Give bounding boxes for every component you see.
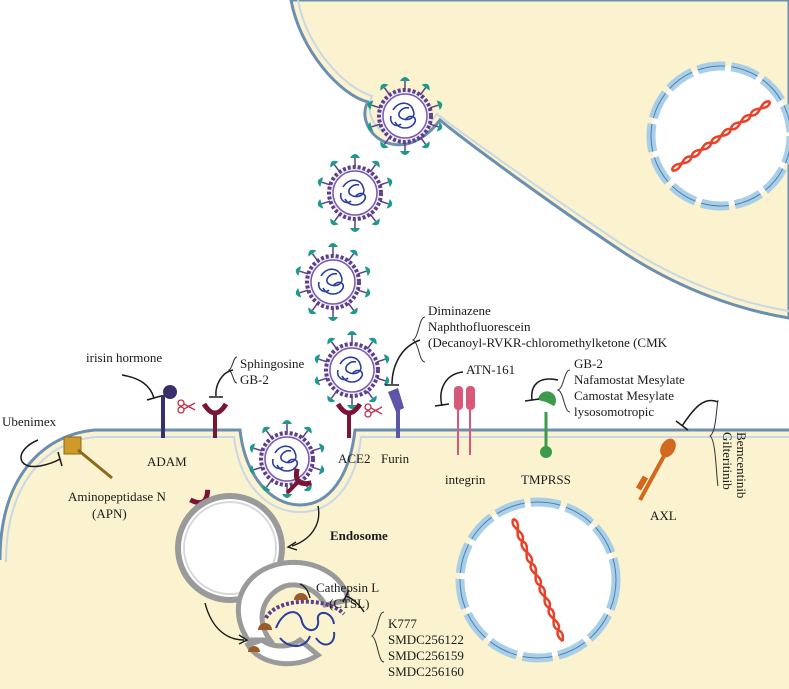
- adam-label: ADAM: [147, 454, 187, 469]
- furin-label: Furin: [381, 451, 410, 466]
- ace2-receptor-free: [201, 402, 229, 438]
- apn-label-line2: (APN): [92, 506, 127, 521]
- cathepsin-enzyme-icons: [248, 593, 308, 652]
- nafamostat-label: Nafamostat Mesylate: [574, 372, 685, 387]
- ace2-receptor-internalized: [285, 468, 312, 495]
- ace2-label: ACE2: [338, 451, 371, 466]
- released-rna-icon: [264, 599, 346, 647]
- adam-receptor: [161, 385, 177, 438]
- gb2-label-b: GB-2: [574, 356, 603, 371]
- apn-label-line1: Aminopeptidase N: [68, 489, 166, 504]
- naphtho-label: Naphthofluorescein: [428, 319, 531, 334]
- axl-receptor: [635, 438, 676, 501]
- gb2-label-a: GB-2: [240, 372, 269, 387]
- drug-brackets: [227, 316, 719, 663]
- scissors-icon: [364, 403, 383, 418]
- tmprss-label: TMPRSS: [521, 472, 571, 487]
- virus-particle: [293, 242, 373, 322]
- top-dna-icon: [670, 100, 772, 172]
- main-dna-icon: [511, 517, 565, 643]
- bemcentinib-label: Bemcentinib: [734, 432, 749, 498]
- k777-label: K777: [388, 616, 417, 631]
- tmprss-protease: [538, 391, 556, 458]
- top-cell: [289, 0, 789, 320]
- smdc1-label: SMDC256122: [388, 632, 464, 647]
- diminazene-label: Diminazene: [428, 303, 491, 318]
- sphingosine-label: Sphingosine: [240, 356, 305, 371]
- ubenimex-label: Ubenimex: [2, 414, 57, 429]
- cathepsin-label-line2: (CTSL): [329, 596, 369, 611]
- apn-receptor: [63, 436, 113, 480]
- irisin-label: irisin hormone: [86, 350, 162, 365]
- cathepsin-label-line1: Cathepsin L: [316, 580, 379, 595]
- axl-label: AXL: [650, 508, 677, 523]
- smdc3-label: SMDC256160: [388, 664, 464, 679]
- lysosomotropic-label: lysosomotropic: [574, 404, 654, 419]
- ace2-receptor-bound: [335, 402, 363, 438]
- endosome-label: Endosome: [330, 528, 388, 543]
- scissors-icon: [177, 399, 196, 414]
- camostat-label: Camostat Mesylate: [574, 388, 674, 403]
- virus-particle: [315, 153, 395, 233]
- furin-protease: [388, 388, 404, 438]
- atn-label: ATN-161: [466, 362, 515, 377]
- integrin-label: integrin: [445, 472, 486, 487]
- gilteritinib-label: Gilteritinib: [720, 432, 735, 490]
- endocytosis-arrows: [204, 505, 320, 645]
- decanoyl-label: (Decanoyl-RVKR-chloromethylketone (CMK: [428, 335, 668, 350]
- integrin-receptor: [454, 386, 475, 455]
- virus-particle: [312, 330, 392, 410]
- main-nucleus: [455, 497, 621, 663]
- smdc2-label: SMDC256159: [388, 648, 464, 663]
